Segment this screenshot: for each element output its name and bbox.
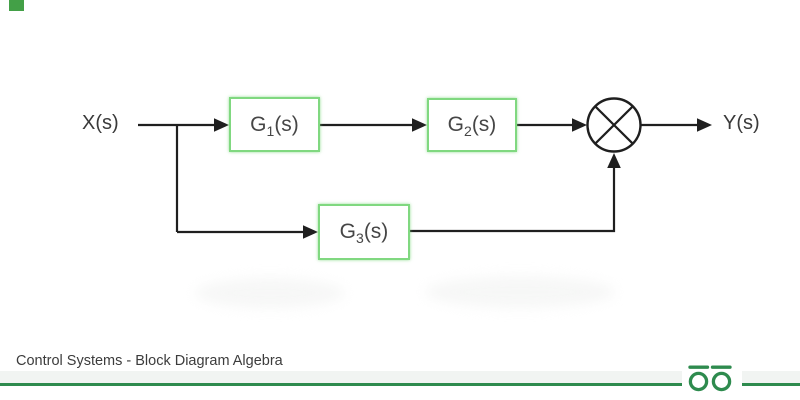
output-signal-label: Y(s): [723, 112, 760, 134]
arrowhead-into-junction: [572, 118, 587, 132]
arrowhead-into-g3: [303, 225, 318, 239]
arrowhead-into-g2: [412, 118, 427, 132]
footer-green-rule: [0, 383, 682, 386]
footer-caption: Control Systems - Block Diagram Algebra: [16, 353, 283, 369]
product-junction: [586, 97, 642, 153]
footer-green-rule: [742, 383, 800, 386]
block-g3-label: G3(s): [339, 220, 389, 247]
background-smudge: [195, 278, 345, 308]
block-g1: G1(s): [229, 97, 320, 152]
junction-cross-icon: [594, 105, 634, 145]
block-g1-label: G1(s): [250, 112, 299, 139]
geeksforgeeks-logo-icon: [688, 365, 732, 392]
corner-marker: [9, 0, 24, 11]
wire-g3-to-junction: [410, 167, 616, 233]
background-smudge: [425, 276, 615, 308]
footer-strip: [742, 371, 800, 383]
arrowhead-into-output: [697, 118, 712, 132]
footer-strip: [0, 371, 682, 383]
block-g2: G2(s): [427, 98, 517, 152]
input-signal-label: X(s): [82, 112, 119, 134]
arrowhead-up-into-junction: [607, 153, 621, 168]
arrowhead-into-g1: [214, 118, 229, 132]
block-g3: G3(s): [318, 204, 410, 260]
block-g2-label: G2(s): [447, 113, 497, 140]
